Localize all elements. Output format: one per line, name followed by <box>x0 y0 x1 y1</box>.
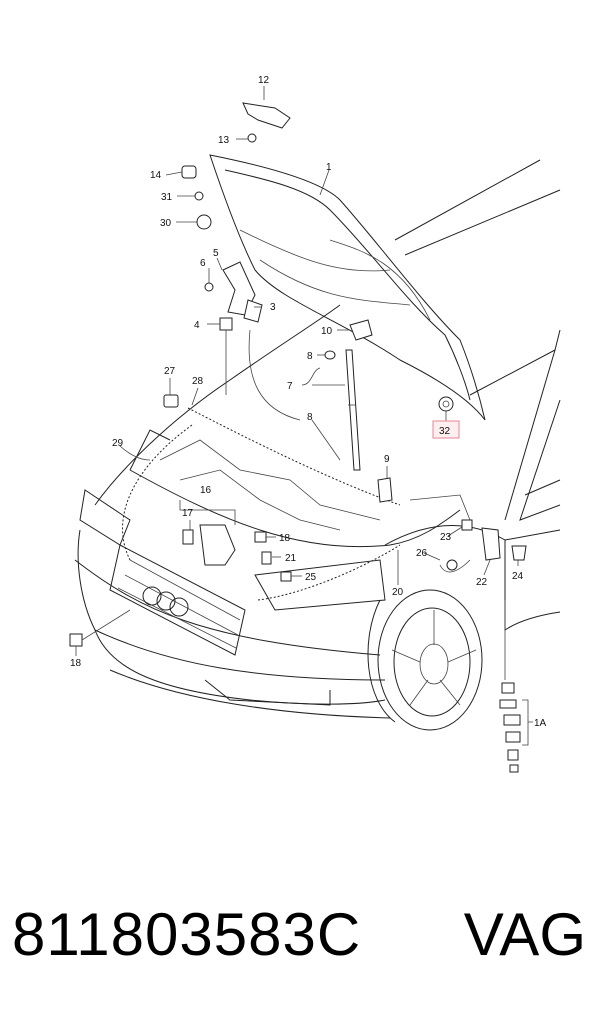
callout-24: 24 <box>512 571 524 582</box>
callout-7: 7 <box>287 381 293 392</box>
callout-22: 22 <box>476 577 488 588</box>
hood <box>209 154 486 421</box>
callout-17: 17 <box>182 508 194 519</box>
callout-5: 5 <box>213 248 219 259</box>
callout-9: 9 <box>384 454 390 465</box>
callout-27: 27 <box>164 366 176 377</box>
callout-6: 6 <box>200 258 206 269</box>
callout-32: 32 <box>439 426 451 437</box>
callout-4: 4 <box>194 320 200 331</box>
exploded-parts-diagram: 1 3 4 5 6 7 8 8 9 10 12 13 14 16 17 18 1… <box>69 75 561 773</box>
callout-26: 26 <box>416 548 428 559</box>
callout-14: 14 <box>150 170 162 181</box>
callout-13: 13 <box>218 135 230 146</box>
part-number: 811803583C <box>12 901 362 968</box>
engine-bay <box>94 304 471 601</box>
hardware-parts <box>69 102 527 773</box>
callout-1: 1 <box>326 162 332 173</box>
brand-label: VAG <box>463 901 586 968</box>
callout-1a: 1A <box>534 718 547 729</box>
callout-10: 10 <box>321 326 333 337</box>
callout-12: 12 <box>258 75 270 86</box>
callout-21: 21 <box>285 553 297 564</box>
callout-25: 25 <box>305 572 317 583</box>
callout-18-right: 18 <box>279 533 291 544</box>
footer: 811803583C VAG <box>0 895 600 985</box>
callout-23: 23 <box>440 532 452 543</box>
callout-18-left: 18 <box>70 658 82 669</box>
callout-30: 30 <box>160 218 172 229</box>
callout-8-lower: 8 <box>307 412 313 423</box>
callout-32-highlight-box <box>432 420 460 439</box>
callout-3: 3 <box>270 302 276 313</box>
callout-labels: 1 3 4 5 6 7 8 8 9 10 12 13 14 16 17 18 1… <box>70 75 547 729</box>
car-body <box>74 159 561 731</box>
callout-16: 16 <box>200 485 212 496</box>
callout-29: 29 <box>112 438 124 449</box>
leader-lines <box>75 86 533 746</box>
callout-20: 20 <box>392 587 404 598</box>
callout-8-upper: 8 <box>307 351 313 362</box>
callout-31: 31 <box>161 192 173 203</box>
callout-28: 28 <box>192 376 204 387</box>
